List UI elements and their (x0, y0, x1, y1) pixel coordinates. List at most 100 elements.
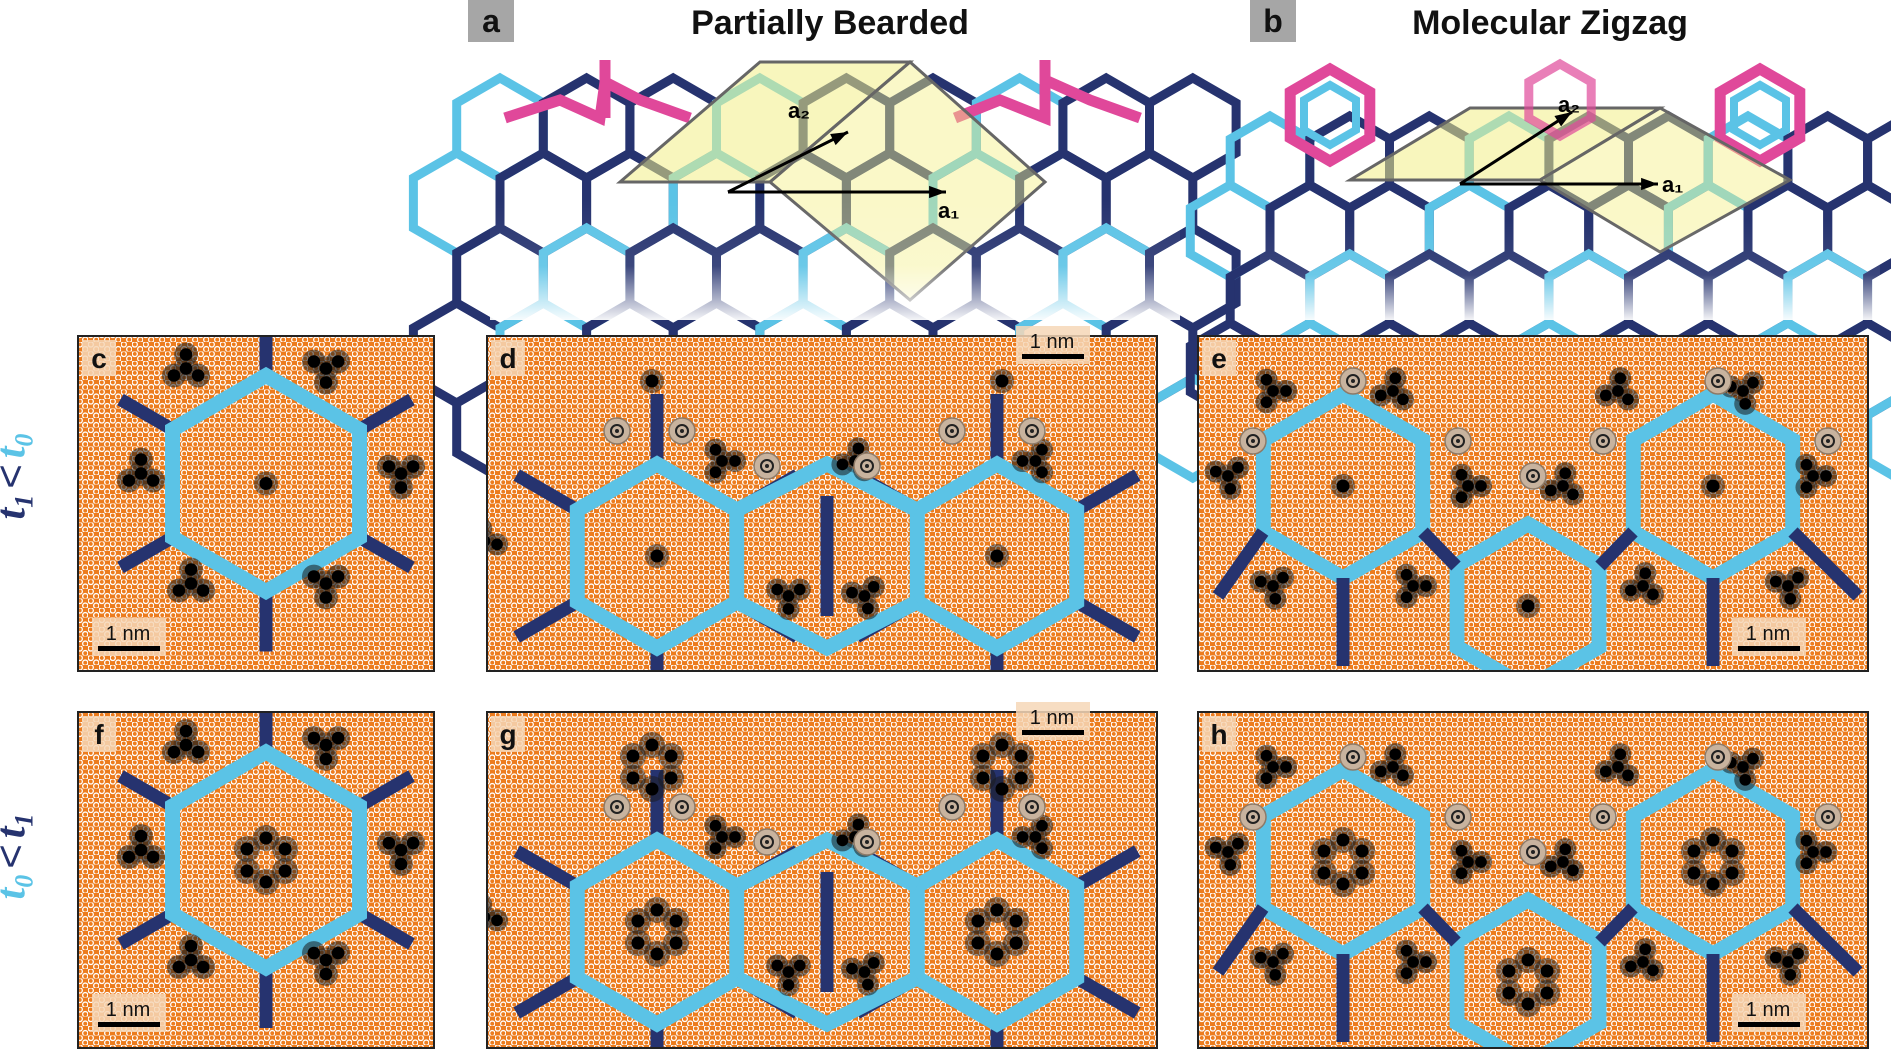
fade-overlay (1260, 220, 1880, 320)
pink-edge-hex (1524, 58, 1596, 142)
dark-bond (513, 469, 581, 516)
panel-border (77, 335, 435, 672)
panel-b-title: Molecular Zigzag (1412, 4, 1688, 42)
triangulene-molecule (1594, 743, 1640, 787)
panel-tag-bg (1202, 716, 1236, 752)
dark-bond (356, 531, 415, 574)
panel-border (1197, 711, 1869, 1049)
scale-bar (98, 646, 160, 651)
scale-bar-label: 1 nm (1746, 623, 1790, 645)
ring-molecule (1310, 827, 1376, 897)
panel-a-title: Partially Bearded (691, 4, 969, 42)
triangulene-molecule (1619, 938, 1665, 982)
vacancy-site (1239, 427, 1267, 455)
dark-bond (1073, 972, 1141, 1019)
triangulene-molecule (1395, 939, 1438, 985)
triangulene-molecule (161, 342, 211, 388)
panel-c: c1 nm (77, 335, 435, 672)
vacancy-site (1814, 427, 1842, 455)
dark-bond (1212, 904, 1269, 976)
triangulene-molecule (1011, 814, 1054, 860)
panel-tag-bg (82, 716, 116, 752)
dark-bond (1418, 527, 1461, 571)
vacancy-site (603, 417, 631, 445)
vacancy-site (853, 828, 881, 856)
light-hexagon (1300, 80, 1360, 150)
panel-tag: d (499, 343, 516, 374)
vacancy-site (1239, 803, 1267, 831)
light-hexagon (1863, 396, 1891, 480)
vector-label: a₂ (788, 98, 810, 123)
vector-label: a₁ (1662, 172, 1683, 197)
panel-a-tag: a (468, 0, 514, 42)
arrow-head (1554, 112, 1572, 127)
panel-b-tag: b (1250, 0, 1296, 42)
panel-tag-bg (491, 340, 525, 376)
panel-tag: f (94, 719, 104, 750)
arrow-head (929, 185, 946, 199)
scale-bar-label: 1 nm (1030, 707, 1074, 729)
dark-bond (356, 908, 415, 950)
vacancy-site (1339, 743, 1367, 771)
triangulene-molecule (1539, 838, 1585, 882)
vacancy-site (1519, 462, 1547, 490)
triangulene-molecule (116, 447, 166, 493)
panel-tag: g (499, 719, 516, 750)
fade-overlay (490, 200, 1180, 320)
triangulene-molecule (1450, 839, 1493, 885)
triangulene-molecule (1395, 563, 1438, 609)
triangulene-molecule (1539, 462, 1585, 506)
vacancy-site (603, 793, 631, 821)
vacancy-site (1018, 793, 1046, 821)
panel-h: h1 nm (1197, 711, 1869, 1049)
triangulene-molecule (1369, 367, 1415, 411)
dark-bond (1595, 903, 1638, 947)
dark-bond (513, 845, 581, 892)
triangulene-molecule (1795, 829, 1838, 875)
triangulene-molecule (166, 557, 216, 603)
pink-edge-hex (1284, 62, 1376, 168)
dark-bond (117, 393, 176, 436)
dark-bond (356, 393, 415, 436)
vacancy-site (1339, 367, 1367, 395)
dark-bond (356, 770, 415, 812)
light-bond-hexagon (165, 743, 367, 977)
vacancy-site (1018, 417, 1046, 445)
scale-bar (98, 1022, 160, 1027)
dark-hexagon (1863, 120, 1891, 204)
vacancy-site (668, 793, 696, 821)
dark-bond (513, 596, 581, 643)
panel-border (1197, 335, 1869, 672)
light-bond-hexagon (569, 831, 745, 1033)
triangulene-molecule (840, 575, 885, 620)
arrow-head (830, 132, 848, 146)
scale-bar (1738, 1022, 1800, 1027)
triangulene-molecule (376, 454, 426, 500)
dark-bond (117, 908, 176, 950)
triangulene-molecule (704, 814, 747, 860)
panel-border (486, 711, 1158, 1049)
panel-tag-bg (491, 716, 525, 752)
substrate (78, 336, 434, 671)
vacancy-site (668, 417, 696, 445)
panel-d: d1 nm (486, 326, 1158, 672)
triangulene-molecule (1795, 453, 1838, 499)
triangulene-molecule (301, 726, 351, 771)
dark-bond (1788, 903, 1863, 977)
scale-bar (1022, 730, 1084, 735)
vacancy-site (753, 828, 781, 856)
panel-tag-bg (1202, 340, 1236, 376)
vacancy-site (1519, 838, 1547, 866)
dark-bond (1073, 469, 1141, 516)
panel-border (486, 335, 1158, 672)
triangulene-molecule (301, 564, 351, 610)
panel-tag: h (1210, 719, 1227, 750)
triangulene-molecule (1249, 942, 1295, 986)
dark-bond (117, 531, 176, 574)
scale-bar (1738, 646, 1800, 651)
scale-bar-label: 1 nm (106, 623, 150, 645)
triangulene-molecule (1204, 832, 1250, 876)
dark-bond (117, 770, 176, 812)
light-bond-hexagon (165, 366, 367, 601)
